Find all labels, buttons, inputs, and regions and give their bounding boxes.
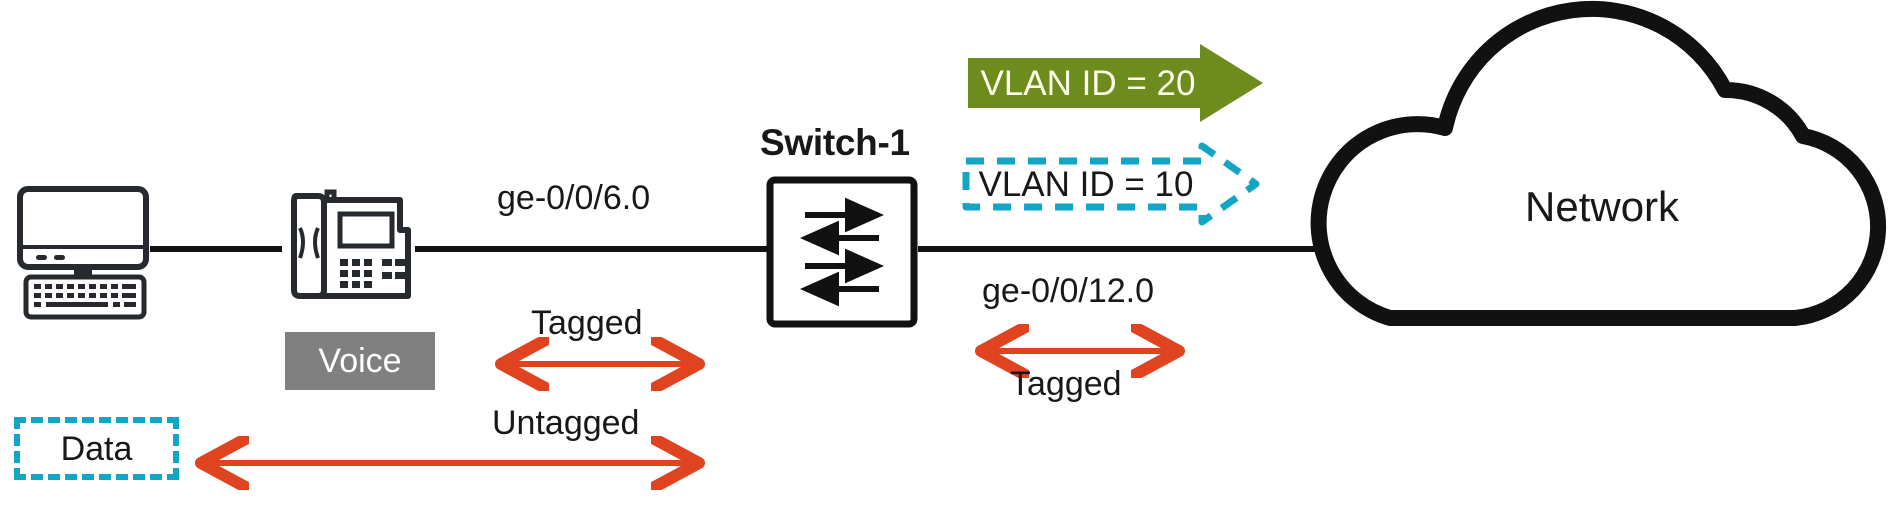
tagged-right-arrow [965, 330, 1195, 372]
tagged-left-label: Tagged [531, 304, 643, 342]
switch-label: Switch-1 [760, 122, 910, 163]
untagged-arrow [185, 442, 715, 484]
vlan-10-label: VLAN ID = 10 [978, 164, 1194, 204]
desktop-computer-icon [17, 186, 149, 320]
tagged-left-arrow [485, 343, 715, 385]
untagged-label: Untagged [492, 404, 640, 442]
voice-vlan-badge: Voice [285, 332, 435, 390]
vlan-20-arrow-shape [968, 44, 1263, 122]
interface-left-label: ge-0/0/6.0 [497, 179, 651, 217]
network-cloud-label: Network [1525, 183, 1680, 230]
desk-phone-icon [291, 189, 411, 299]
voice-badge-label: Voice [318, 342, 402, 380]
vlan-10-arrow: VLAN ID = 10 [962, 140, 1262, 228]
data-badge-label: Data [60, 429, 133, 468]
vlan-20-arrow: VLAN ID = 20 [968, 44, 1263, 122]
vlan-10-arrow-shape [962, 142, 1260, 226]
switch-icon [766, 176, 918, 328]
cloud-icon [1310, 1, 1887, 326]
tagged-right-label: Tagged [1010, 365, 1122, 403]
data-vlan-badge: Data [14, 417, 179, 480]
interface-right-label: ge-0/0/12.0 [982, 272, 1155, 310]
vlan-20-label: VLAN ID = 20 [980, 63, 1196, 103]
